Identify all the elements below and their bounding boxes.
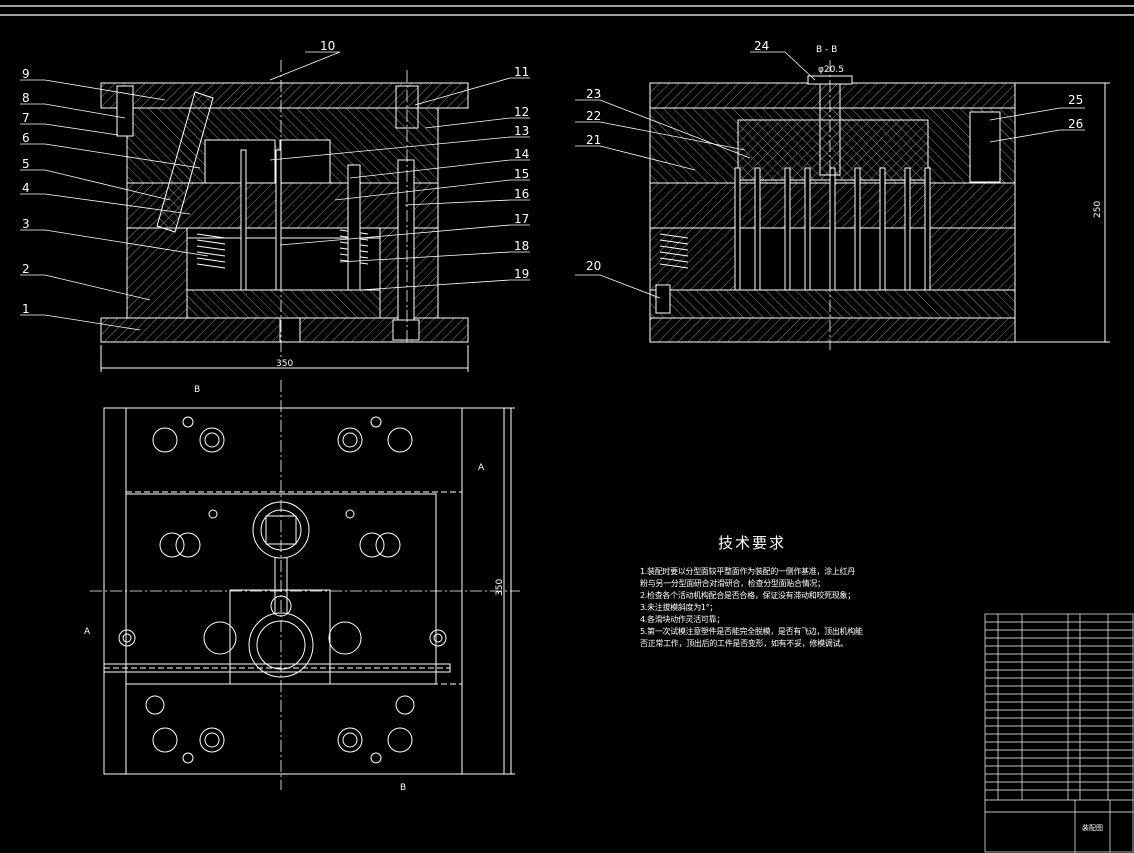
balloon-18: 18 (514, 239, 529, 253)
balloon-20: 20 (586, 259, 601, 273)
tech-note-line: 4.各滑块动作灵活可靠； (640, 615, 725, 624)
side-section-view (649, 60, 1110, 350)
balloon-7: 7 (22, 111, 30, 125)
balloon-21: 21 (586, 133, 601, 147)
balloon-19: 19 (514, 267, 529, 281)
balloon-2: 2 (22, 262, 30, 276)
title-block-title: 装配图 (1082, 823, 1103, 832)
cut-mark-b-bottom: B (400, 783, 406, 793)
balloon-5: 5 (22, 157, 30, 171)
plan-height-dimension: 350 (495, 579, 505, 596)
tech-note-line: 粉与另一分型面研合对滑研合，检查分型面贴合情况； (640, 579, 825, 588)
section-label-bb: B - B (816, 45, 837, 55)
balloon-12: 12 (514, 105, 529, 119)
balloon-23: 23 (586, 87, 601, 101)
tech-note-line: 5.第一次试模注意塑件是否能完全脱模，是否有飞边，顶出机构能 (640, 627, 863, 636)
balloon-26: 26 (1068, 117, 1083, 131)
balloon-10: 10 (320, 39, 335, 53)
tech-note-line: 1.装配时要以分型面较平整面作为装配的一侧作基准，涂上红丹 (640, 567, 855, 576)
cut-mark-a-left: A (84, 627, 91, 637)
cut-mark-b-top: B (194, 385, 200, 395)
balloon-25: 25 (1068, 93, 1083, 107)
balloon-22: 22 (586, 109, 601, 123)
balloon-labels: 1 2 3 4 5 6 7 8 9 10 11 12 13 14 15 16 1… (22, 39, 1083, 316)
side-height-dimension: 250 (1093, 201, 1103, 218)
tech-note-line: 3.未注拔模斜度为1°； (640, 603, 718, 612)
tech-notes-title: 技术要求 (718, 534, 787, 552)
balloon-1: 1 (22, 302, 30, 316)
balloon-3: 3 (22, 217, 30, 231)
balloon-4: 4 (22, 181, 30, 195)
balloon-11: 11 (514, 65, 529, 79)
plan-view (90, 380, 520, 790)
balloon-8: 8 (22, 91, 30, 105)
tech-note-line: 否正常工作，顶出后的工件是否变形，如有不妥，修模调试。 (640, 639, 848, 648)
balloon-9: 9 (22, 67, 30, 81)
balloon-15: 15 (514, 167, 529, 181)
title-block (984, 613, 1134, 853)
tech-note-line: 2.检查各个活动机构配合是否合格，保证没有滞动和咬死现象； (640, 591, 855, 600)
front-section-view (100, 60, 469, 372)
gate-diameter-label: φ20.5 (818, 65, 844, 75)
balloon-13: 13 (514, 124, 529, 138)
balloon-16: 16 (514, 187, 529, 201)
balloon-14: 14 (514, 147, 529, 161)
balloon-6: 6 (22, 131, 30, 145)
balloon-17: 17 (514, 212, 529, 226)
cut-mark-a-right: A (478, 463, 485, 473)
balloon-24: 24 (754, 39, 769, 53)
drawing-border (0, 5, 1134, 16)
leader-lines (20, 51, 1085, 331)
front-width-dimension: 350 (276, 359, 293, 369)
